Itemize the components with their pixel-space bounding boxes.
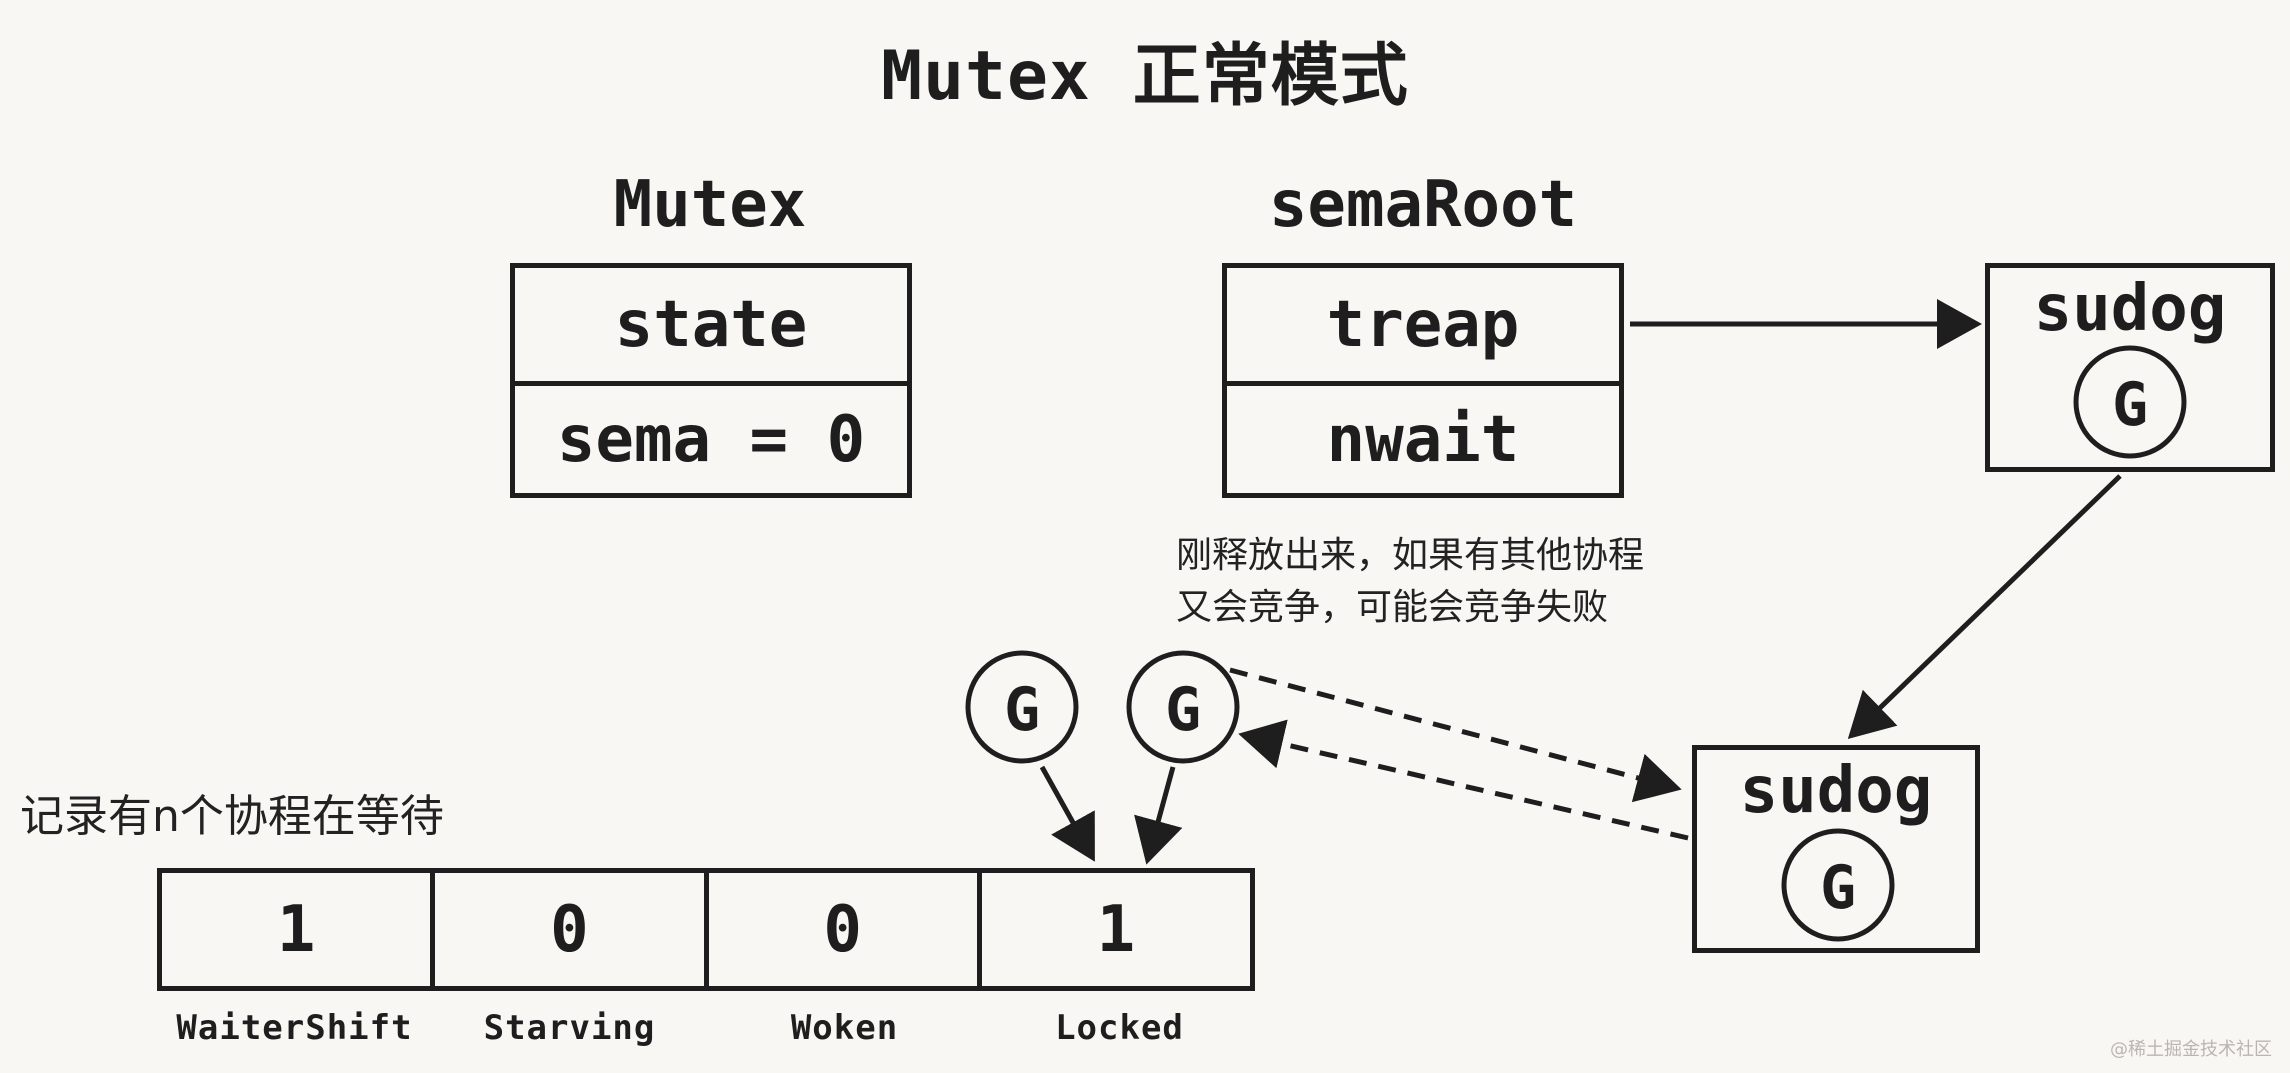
mutex-field-sema: sema = 0 xyxy=(515,381,907,493)
mutex-struct-box: state sema = 0 xyxy=(510,263,912,498)
dashed-arrow-goroutine-to-sudog xyxy=(1229,667,1682,803)
bit-label-waitershift: WaiterShift xyxy=(176,1008,413,1048)
release-note-line-2: 又会竞争，可能会竞争失败 xyxy=(1176,587,1609,628)
goroutine-circle xyxy=(965,650,1079,764)
mutex-field-state: state xyxy=(614,287,808,362)
goroutine-label: G xyxy=(1004,675,1040,745)
arrow-goroutine1-to-locked xyxy=(1039,765,1095,862)
semaroot-field-nwait: nwait xyxy=(1227,381,1619,493)
dashed-arrow-sudog-to-goroutine xyxy=(1238,719,1689,841)
sudog-bottom-label: sudog xyxy=(1739,754,1933,828)
goroutine-label: G xyxy=(2112,370,2148,440)
arrow-goroutine2-to-locked xyxy=(1134,766,1183,865)
semaroot-label: semaRoot xyxy=(1268,168,1578,242)
state-bit-starving: 0 xyxy=(435,873,709,986)
bit-label-locked: Locked xyxy=(1055,1008,1184,1048)
sudog-top-box: sudog xyxy=(1985,263,2275,472)
goroutine-in-sudog-bottom: G xyxy=(1781,828,1895,942)
waiter-caption: 记录有n个协程在等待 xyxy=(20,791,444,842)
free-goroutine-1: G xyxy=(965,650,1079,764)
watermark: @稀土掘金技术社区 xyxy=(2110,1039,2272,1060)
goroutine-label: G xyxy=(1820,853,1856,923)
arrow-sudog-to-sudog xyxy=(1847,474,2122,739)
goroutine-circle xyxy=(1781,828,1895,942)
goroutine-label: G xyxy=(1165,675,1201,745)
state-bits-box: 1 0 0 1 xyxy=(157,868,1255,991)
semaroot-field-treap: treap xyxy=(1326,287,1520,362)
bit-label-starving: Starving xyxy=(483,1008,656,1048)
mutex-label: Mutex xyxy=(613,168,807,242)
state-bit-woken: 0 xyxy=(709,873,982,986)
sudog-top-label: sudog xyxy=(2033,272,2227,346)
semaroot-struct-box: treap nwait xyxy=(1222,263,1624,498)
goroutine-in-sudog-top: G xyxy=(2073,345,2187,459)
goroutine-circle xyxy=(2073,345,2187,459)
free-goroutine-2: G xyxy=(1126,650,1240,764)
diagram-title: Mutex 正常模式 xyxy=(881,37,1409,116)
goroutine-circle xyxy=(1126,650,1240,764)
bit-label-woken: Woken xyxy=(790,1008,899,1048)
state-bit-waitershift: 1 xyxy=(162,873,436,986)
release-note: 刚释放出来，如果有其他协程 又会竞争，可能会竞争失败 xyxy=(1176,530,1776,634)
state-bit-locked: 1 xyxy=(1096,892,1136,967)
release-note-line-1: 刚释放出来，如果有其他协程 xyxy=(1176,535,1645,576)
sudog-bottom-box: sudog xyxy=(1692,745,1980,953)
